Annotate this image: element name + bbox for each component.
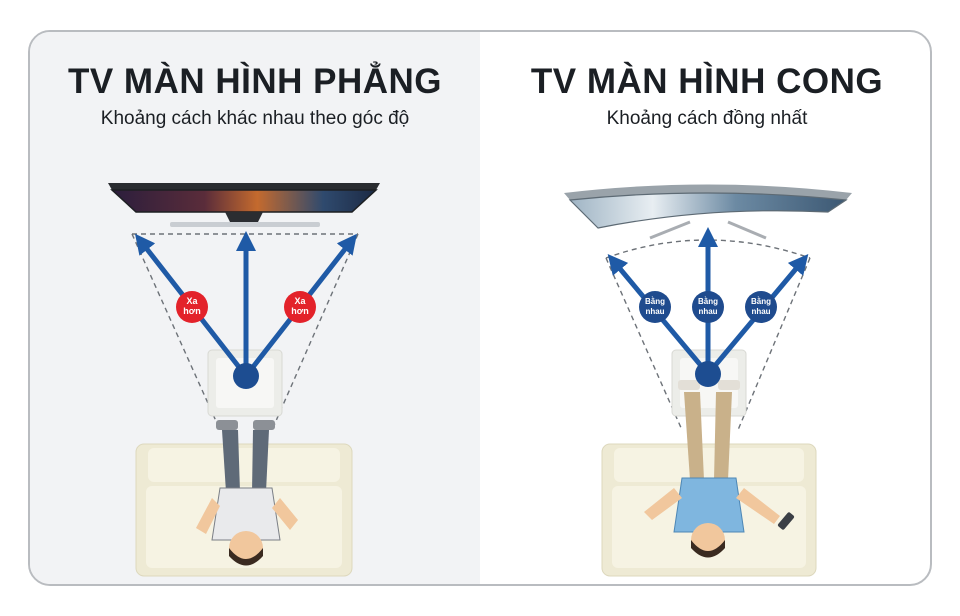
svg-text:hơn: hơn: [183, 306, 200, 316]
flat-tv-title: TV MÀN HÌNH PHẲNG: [67, 62, 443, 101]
svg-text:nhau: nhau: [698, 307, 717, 316]
svg-text:Xa: Xa: [186, 296, 198, 306]
curved-tv-title: TV MÀN HÌNH CONG: [530, 62, 884, 101]
svg-text:nhau: nhau: [645, 307, 664, 316]
svg-text:Bằng: Bằng: [698, 297, 718, 306]
curved-tv-subtitle: Khoảng cách đồng nhất: [606, 108, 808, 129]
flat-arrows: [135, 230, 357, 378]
svg-text:nhau: nhau: [751, 307, 770, 316]
svg-text:Xa: Xa: [294, 296, 306, 306]
viewer-position-dot: [233, 363, 259, 389]
viewer-icon: [196, 420, 298, 566]
badge-equal-center: Bằng nhau: [692, 291, 724, 323]
svg-text:Bằng: Bằng: [751, 297, 771, 306]
badge-farther-left: Xa hơn: [176, 291, 208, 323]
viewer-position-dot: [695, 361, 721, 387]
viewer-icon: [644, 380, 795, 558]
flat-tv-subtitle: Khoảng cách khác nhau theo góc độ: [100, 108, 410, 129]
badge-equal-right: Bằng nhau: [745, 291, 777, 323]
curved-tv-icon: [564, 184, 852, 240]
svg-text:Bằng: Bằng: [645, 297, 665, 306]
badge-equal-left: Bằng nhau: [639, 291, 671, 323]
flat-tv-icon: [108, 183, 380, 227]
badge-farther-right: Xa hơn: [284, 291, 316, 323]
svg-text:hơn: hơn: [291, 306, 308, 316]
curved-tv-panel: TV MÀN HÌNH CONG Khoảng cách đồng nhất: [480, 32, 930, 584]
